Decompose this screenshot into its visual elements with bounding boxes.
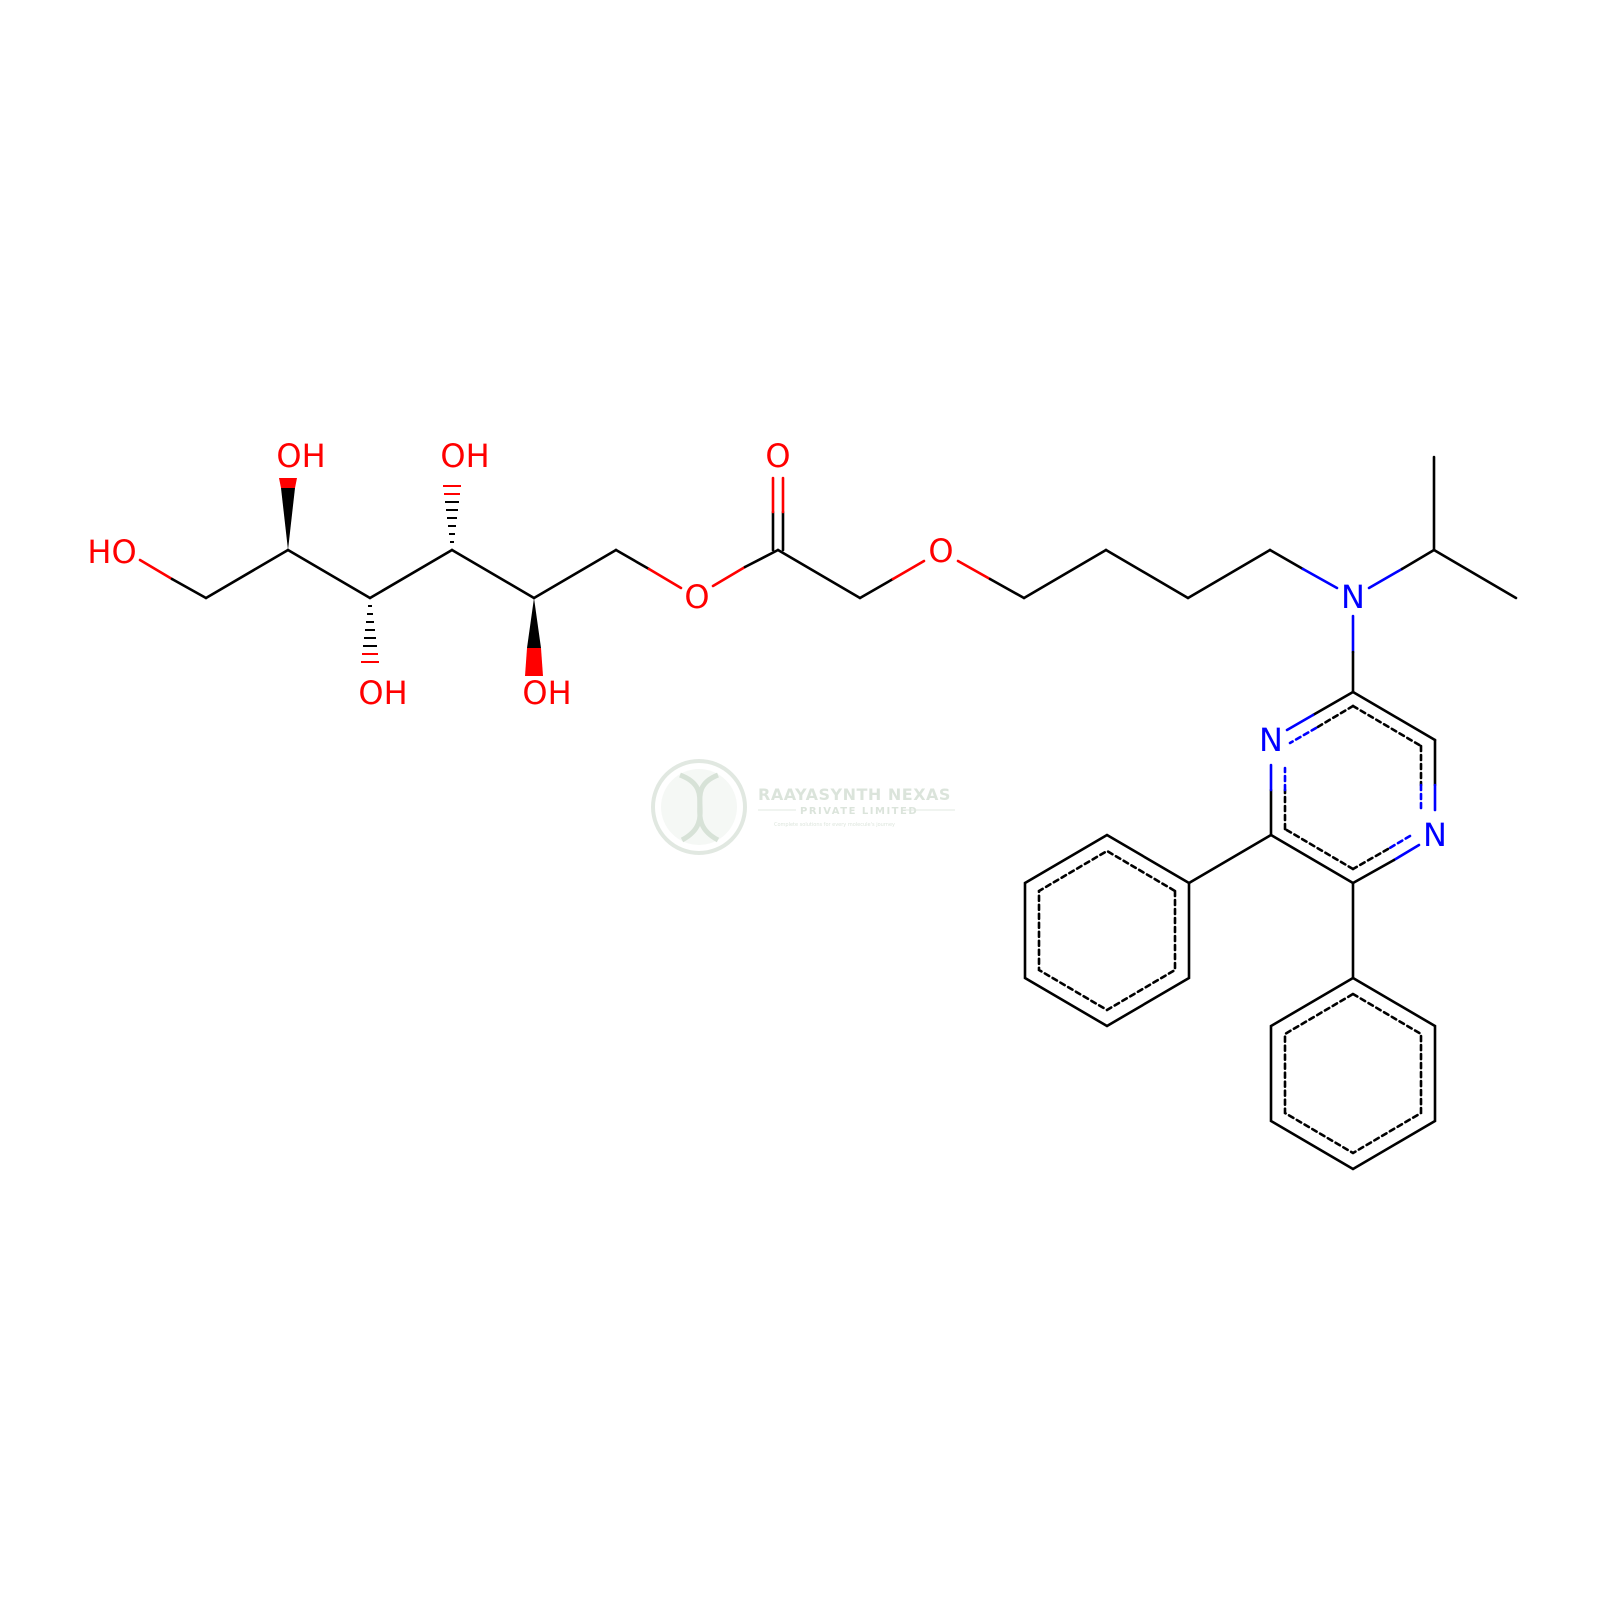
atom-oh-c5: OH xyxy=(276,437,325,475)
watermark-tagline: Complete solutions for every molecule's … xyxy=(774,822,895,828)
watermark: RAAYASYNTH NEXAS PRIVATE LIMITED Complet… xyxy=(651,759,955,855)
atom-oh-c3: OH xyxy=(440,437,489,475)
hash-bonds xyxy=(361,485,461,663)
watermark-company: RAAYASYNTH NEXAS xyxy=(758,785,951,804)
atom-carbonyl-oxygen: O xyxy=(765,437,790,475)
stereo-bonds xyxy=(279,478,543,676)
bonds xyxy=(138,455,1518,1171)
atom-ring-nitrogen-4: N xyxy=(1423,816,1447,854)
wedge-bond-c2 xyxy=(527,598,541,648)
atom-labels: HO OH OH OH OH O O O N N N xyxy=(87,437,1447,854)
atom-ether-oxygen: O xyxy=(928,532,953,570)
atom-ho-terminal: HO xyxy=(87,533,136,571)
atom-amine-nitrogen: N xyxy=(1341,578,1365,616)
atom-ring-nitrogen-1: N xyxy=(1259,721,1283,759)
atom-oh-c2: OH xyxy=(522,674,571,712)
wedge-bond-c5 xyxy=(281,488,295,550)
atom-ester-oxygen: O xyxy=(684,578,709,616)
watermark-subtitle: PRIVATE LIMITED xyxy=(800,806,918,817)
atom-oh-c4: OH xyxy=(358,674,407,712)
watermark-logo-icon xyxy=(651,759,747,855)
